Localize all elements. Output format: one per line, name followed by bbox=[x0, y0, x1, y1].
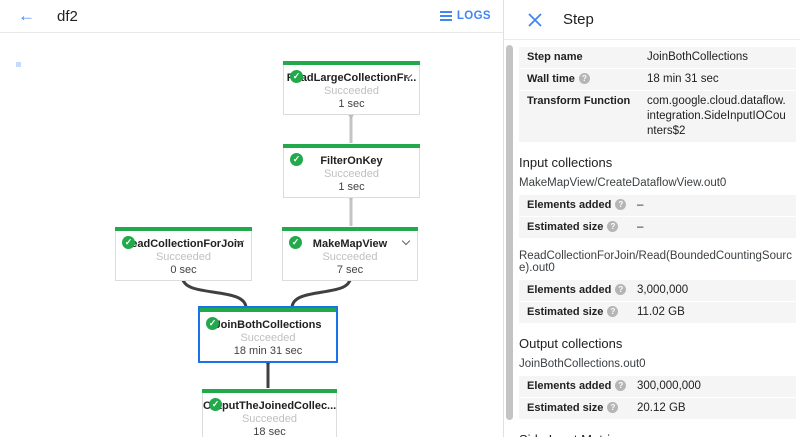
node-time: 0 sec bbox=[170, 264, 197, 276]
output-collections-heading: Output collections bbox=[519, 336, 623, 351]
back-arrow-icon[interactable]: ← bbox=[18, 6, 35, 25]
help-icon[interactable]: ? bbox=[578, 73, 590, 84]
graph-node-makemapview[interactable]: ✓ MakeMapView Succeeded 7 sec bbox=[282, 227, 418, 281]
node-title: FilterOnKey bbox=[320, 155, 383, 167]
node-title: ReadLargeCollectionFr... bbox=[286, 72, 417, 84]
input-collection-group: MakeMapView/CreateDataflowView.out0 Elem… bbox=[519, 177, 796, 238]
metric-row-estimated-size: Estimated size? 20.12 GB bbox=[519, 398, 796, 419]
node-status: Succeeded bbox=[155, 251, 212, 263]
detail-label: Step name bbox=[527, 51, 583, 63]
node-status-bar bbox=[283, 61, 420, 65]
collection-name: JoinBothCollections.out0 bbox=[519, 358, 646, 370]
detail-label: Wall time? bbox=[527, 72, 647, 87]
metric-label: Estimated size? bbox=[527, 305, 637, 320]
metric-label: Elements added? bbox=[527, 198, 637, 213]
help-icon[interactable]: ? bbox=[607, 221, 619, 232]
metric-value: – bbox=[637, 221, 644, 233]
success-check-icon: ✓ bbox=[290, 70, 303, 83]
step-panel-header: Step bbox=[504, 0, 800, 40]
node-status: Succeeded bbox=[241, 413, 298, 425]
panel-scrollbar-thumb[interactable] bbox=[506, 45, 513, 420]
job-topbar: ← df2 LOGS bbox=[0, 0, 503, 33]
help-icon[interactable]: ? bbox=[615, 284, 627, 295]
node-status: Succeeded bbox=[323, 85, 380, 97]
metric-row-elements-added: Elements added? 3,000,000 bbox=[519, 280, 796, 301]
input-collection-group: ReadCollectionForJoin/Read(BoundedCounti… bbox=[519, 250, 796, 323]
node-title: MakeMapView bbox=[312, 238, 388, 250]
node-status: Succeeded bbox=[323, 168, 380, 180]
graph-node-readlargecollection[interactable]: ✓ ReadLargeCollectionFr... Succeeded 1 s… bbox=[283, 61, 420, 115]
graph-node-filteronkey[interactable]: ✓ FilterOnKey Succeeded 1 sec bbox=[283, 144, 420, 198]
node-time: 18 sec bbox=[253, 426, 286, 437]
detail-value: com.google.cloud.dataflow.integration.Si… bbox=[647, 95, 786, 137]
graph-artifact-dot bbox=[16, 62, 21, 67]
success-check-icon: ✓ bbox=[206, 317, 219, 330]
node-title: JoinBothCollections bbox=[214, 319, 322, 331]
detail-row-step-name: Step name JoinBothCollections bbox=[519, 47, 796, 68]
step-details-panel: Step Step name JoinBothCollections Wall … bbox=[503, 0, 800, 437]
metric-row-estimated-size: Estimated size? – bbox=[519, 217, 796, 238]
logs-button[interactable]: LOGS bbox=[439, 10, 491, 22]
success-check-icon: ✓ bbox=[209, 398, 222, 411]
metric-value: 3,000,000 bbox=[637, 284, 689, 296]
metric-value: 11.02 GB bbox=[637, 306, 685, 318]
collection-name: MakeMapView/CreateDataflowView.out0 bbox=[519, 177, 727, 189]
detail-row-wall-time: Wall time? 18 min 31 sec bbox=[519, 69, 796, 90]
chevron-down-icon[interactable] bbox=[401, 236, 411, 246]
step-details-body: Step name JoinBothCollections Wall time?… bbox=[519, 40, 796, 437]
side-input-metrics-heading: Side Input Metrics bbox=[519, 432, 796, 437]
success-check-icon: ✓ bbox=[289, 236, 302, 249]
node-time: 7 sec bbox=[336, 264, 364, 276]
detail-value: 18 min 31 sec bbox=[647, 73, 719, 85]
detail-label: Transform Function bbox=[527, 95, 631, 107]
node-title: ReadCollectionForJoin bbox=[123, 238, 244, 250]
node-status-bar bbox=[282, 227, 418, 231]
metric-label: Estimated size? bbox=[527, 401, 637, 416]
job-title: df2 bbox=[57, 7, 78, 25]
help-icon[interactable]: ? bbox=[615, 199, 627, 210]
node-time: 1 sec bbox=[338, 98, 365, 110]
metric-value: – bbox=[637, 199, 644, 211]
metric-label: Elements added? bbox=[527, 379, 637, 394]
detail-value: JoinBothCollections bbox=[647, 51, 749, 63]
close-icon[interactable] bbox=[528, 12, 542, 27]
metric-label: Elements added? bbox=[527, 283, 637, 298]
node-time: 1 sec bbox=[338, 181, 365, 193]
metric-value: 300,000,000 bbox=[637, 380, 701, 392]
node-time: 18 min 31 sec bbox=[233, 345, 303, 357]
metric-value: 20.12 GB bbox=[637, 402, 686, 414]
input-collections-heading: Input collections bbox=[519, 155, 613, 170]
pipeline-graph-canvas[interactable]: ✓ ReadLargeCollectionFr... Succeeded 1 s… bbox=[0, 34, 503, 437]
help-icon[interactable]: ? bbox=[607, 306, 619, 317]
node-status-bar bbox=[115, 227, 252, 231]
node-status-bar bbox=[202, 389, 337, 393]
detail-row-transform-function: Transform Function com.google.cloud.data… bbox=[519, 91, 796, 142]
logs-list-icon bbox=[439, 11, 452, 21]
metric-row-elements-added: Elements added? – bbox=[519, 195, 796, 216]
collection-name: ReadCollectionForJoin/Read(BoundedCounti… bbox=[519, 250, 792, 274]
output-collection-group: JoinBothCollections.out0 Elements added?… bbox=[519, 358, 796, 419]
job-graph-panel: ← df2 LOGS bbox=[0, 0, 503, 437]
node-status: Succeeded bbox=[322, 251, 378, 263]
success-check-icon: ✓ bbox=[290, 153, 303, 166]
node-status-bar bbox=[283, 144, 420, 148]
node-status: Succeeded bbox=[240, 332, 296, 344]
success-check-icon: ✓ bbox=[122, 236, 135, 249]
graph-node-joinbothcollections-selected[interactable]: ✓ JoinBothCollections Succeeded 18 min 3… bbox=[198, 306, 338, 363]
metric-label: Estimated size? bbox=[527, 220, 637, 235]
node-title: OutputTheJoinedCollec... bbox=[203, 400, 337, 412]
metric-row-elements-added: Elements added? 300,000,000 bbox=[519, 376, 796, 397]
panel-title: Step bbox=[563, 11, 594, 28]
graph-node-readcollectionforjoin[interactable]: ✓ ReadCollectionForJoin Succeeded 0 sec bbox=[115, 227, 252, 281]
help-icon[interactable]: ? bbox=[615, 380, 627, 391]
logs-button-label: LOGS bbox=[456, 10, 491, 22]
graph-node-outputthejoined[interactable]: ✓ OutputTheJoinedCollec... Succeeded 18 … bbox=[202, 389, 337, 437]
help-icon[interactable]: ? bbox=[607, 402, 619, 413]
metric-row-estimated-size: Estimated size? 11.02 GB bbox=[519, 302, 796, 323]
node-status-bar bbox=[200, 308, 336, 312]
